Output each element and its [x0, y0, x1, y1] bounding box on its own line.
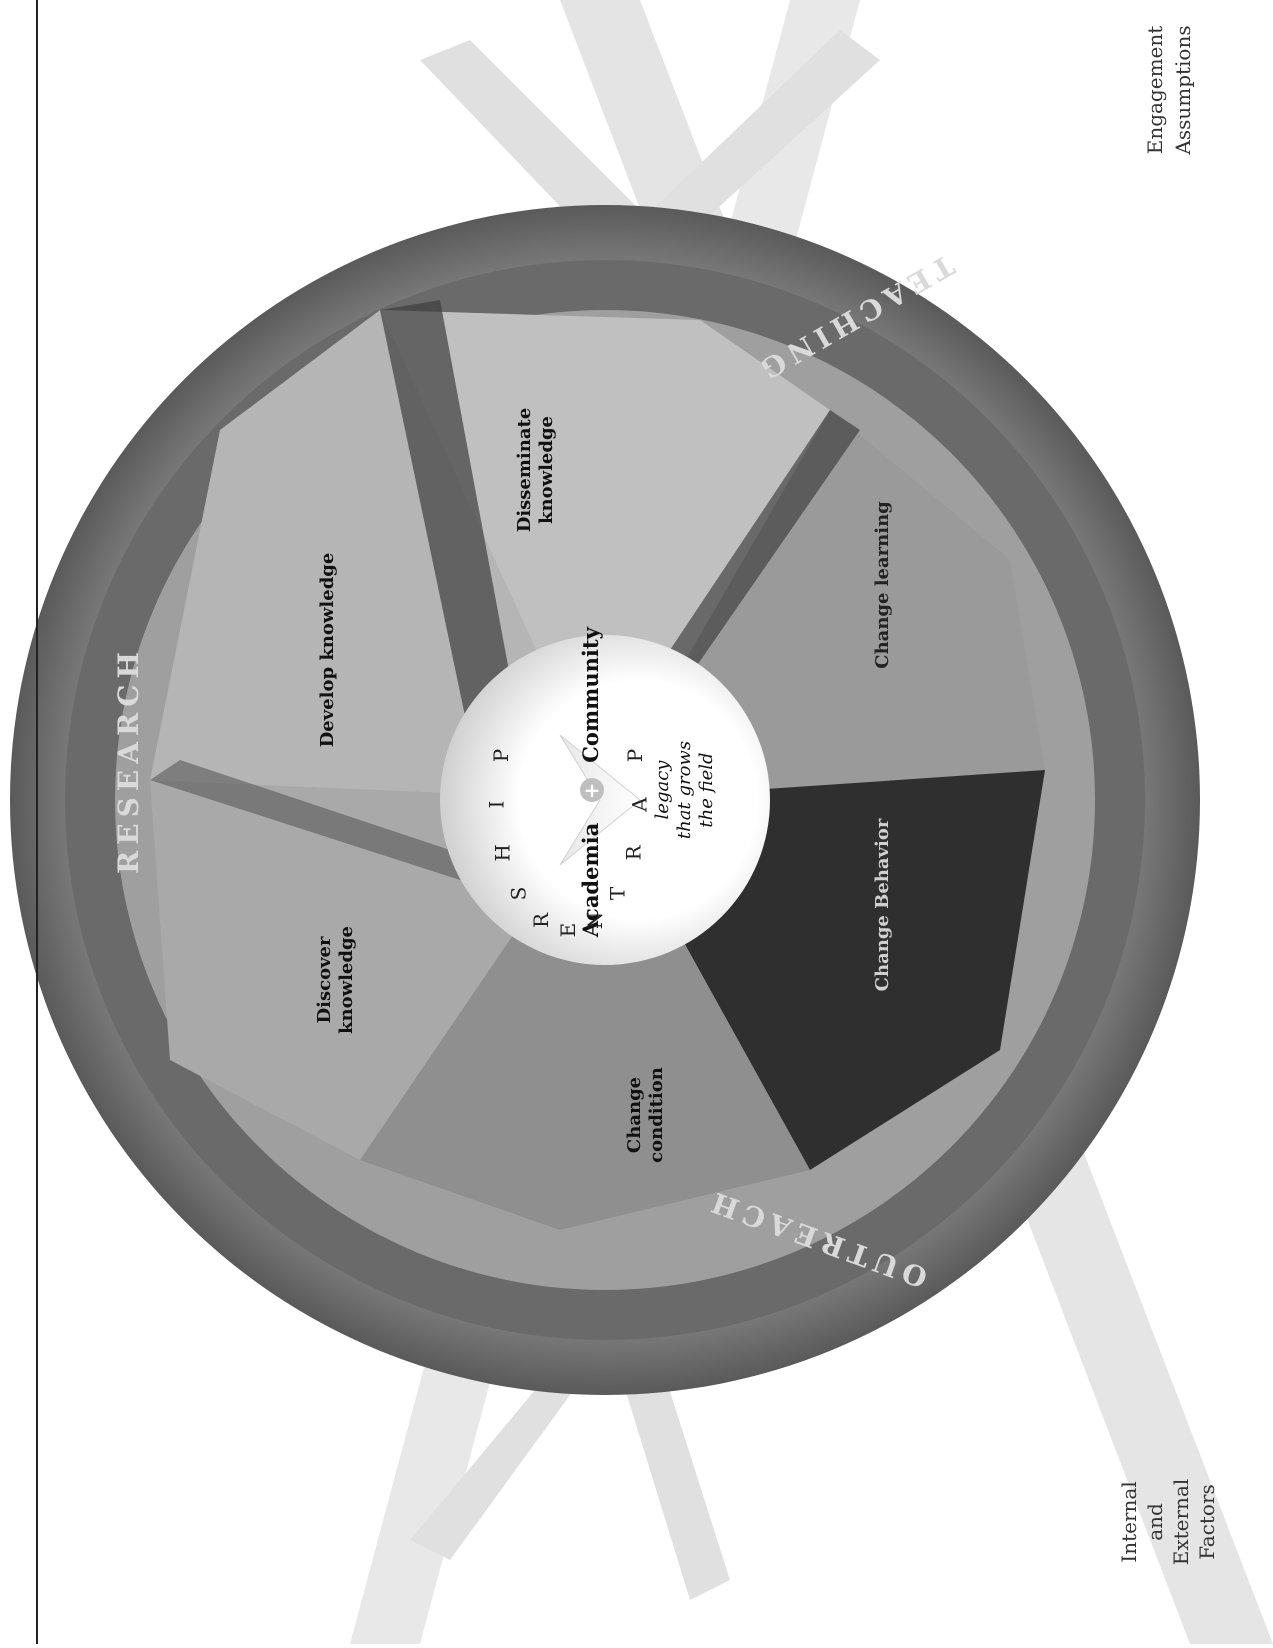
svg-text:Change: Change: [624, 1077, 645, 1153]
svg-text:and: and: [1143, 1503, 1167, 1541]
svg-text:Discover: Discover: [314, 936, 335, 1023]
svg-text:knowledge: knowledge: [336, 926, 357, 1034]
partnership-letter: T: [606, 886, 630, 900]
plus-sign: +: [584, 778, 601, 802]
svg-text:the field: the field: [696, 752, 717, 827]
segment-label-disseminate: Disseminate knowledge: [514, 408, 557, 533]
partnership-letter: S: [506, 887, 530, 901]
svg-text:legacy: legacy: [652, 760, 673, 820]
segment-label-change-condition: Change condition: [624, 1067, 667, 1163]
partnership-letter: E: [556, 923, 580, 938]
partnership-letter: P: [489, 749, 513, 762]
partnership-letter: N: [583, 912, 607, 930]
svg-text:knowledge: knowledge: [536, 416, 557, 524]
margin-rule: [36, 0, 38, 1644]
segment-label-change-learning: Change learning: [872, 501, 893, 669]
svg-text:Factors: Factors: [1195, 1484, 1219, 1560]
svg-text:Disseminate: Disseminate: [514, 408, 535, 533]
svg-text:External: External: [1169, 1479, 1193, 1566]
side-label-engagement-assumptions: Engagement Assumptions: [1143, 25, 1195, 155]
svg-text:that grows: that grows: [674, 741, 695, 839]
segment-label-discover: Discover knowledge: [314, 926, 357, 1034]
partnership-letter: P: [623, 749, 647, 762]
segment-label-change-behavior: Change Behavior: [872, 818, 893, 991]
segment-label-develop: Develop knowledge: [317, 553, 338, 748]
svg-text:Assumptions: Assumptions: [1171, 25, 1195, 155]
ring-label-research: RESEARCH: [112, 646, 145, 874]
svg-text:condition: condition: [646, 1067, 667, 1163]
svg-text:Internal: Internal: [1117, 1481, 1141, 1562]
partnership-letter: A: [628, 797, 652, 813]
partnership-letter: R: [529, 912, 553, 928]
center-community: Community: [578, 626, 603, 762]
partnership-letter: H: [491, 844, 515, 861]
partnership-letter: R: [621, 844, 645, 860]
partnership-letter: I: [485, 801, 509, 809]
svg-text:Engagement: Engagement: [1143, 26, 1167, 155]
